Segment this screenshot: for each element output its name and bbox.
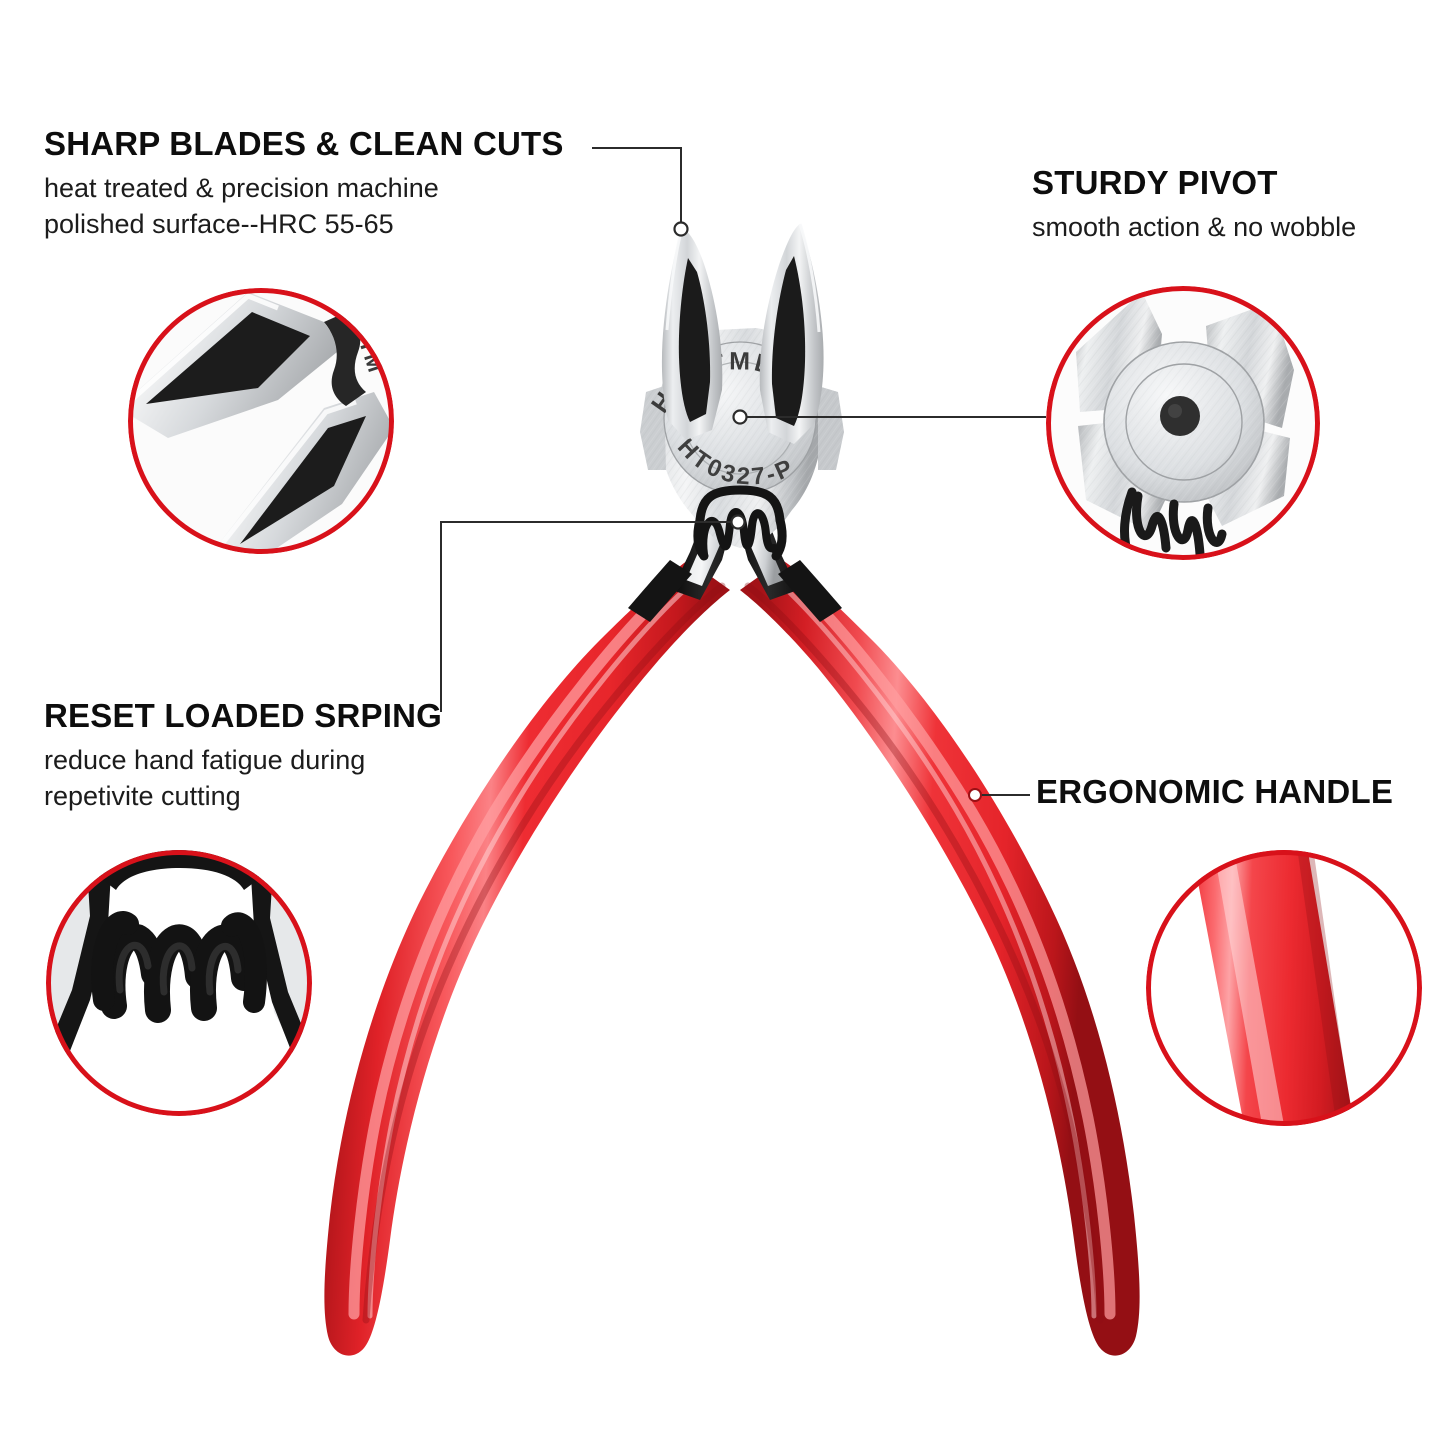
detail-image-spring <box>46 850 312 1116</box>
callout-title-spring: RESET LOADED SRPING <box>44 697 443 734</box>
callout-desc-pivot: smooth action & no wobble <box>1032 210 1356 246</box>
callout-ergonomic-handle: ERGONOMIC HANDLE <box>1036 774 1393 810</box>
callout-sturdy-pivot: STURDY PIVOT smooth action & no wobble <box>1032 165 1356 246</box>
left-handle <box>324 560 730 1356</box>
detail-image-handle <box>1146 850 1422 1126</box>
callout-desc-blades-line1: heat treated & precision machine <box>44 172 439 203</box>
detail-circle-pivot <box>1046 286 1320 560</box>
detail-circle-handle <box>1146 850 1422 1126</box>
callout-desc-spring-line1: reduce hand fatigue during <box>44 744 366 775</box>
detail-circle-spring <box>46 850 312 1116</box>
callout-desc-spring: reduce hand fatigue during repetivite cu… <box>44 743 442 815</box>
callout-title-pivot: STURDY PIVOT <box>1032 164 1278 201</box>
callout-reset-spring: RESET LOADED SRPING reduce hand fatigue … <box>44 698 442 814</box>
detail-circle-blades: UTM <box>128 288 394 554</box>
detail-image-blades: UTM <box>128 288 394 554</box>
left-cutting-jaw <box>661 227 723 440</box>
right-cutting-jaw <box>759 223 824 444</box>
callout-title-handle: ERGONOMIC HANDLE <box>1036 773 1394 810</box>
right-handle <box>740 560 1140 1356</box>
pliers-head: HAUTMEC HT0327-PL <box>0 0 844 548</box>
callout-sharp-blades: SHARP BLADES & CLEAN CUTS heat treated &… <box>44 126 564 242</box>
callout-desc-spring-line2: repetivite cutting <box>44 780 241 811</box>
callout-title-blades: SHARP BLADES & CLEAN CUTS <box>44 125 564 162</box>
callout-desc-blades: heat treated & precision machine polishe… <box>44 171 564 243</box>
detail-image-pivot <box>1046 286 1320 560</box>
callout-desc-blades-line2: polished surface--HRC 55-65 <box>44 208 394 239</box>
callout-desc-pivot-line1: smooth action & no wobble <box>1032 211 1357 242</box>
